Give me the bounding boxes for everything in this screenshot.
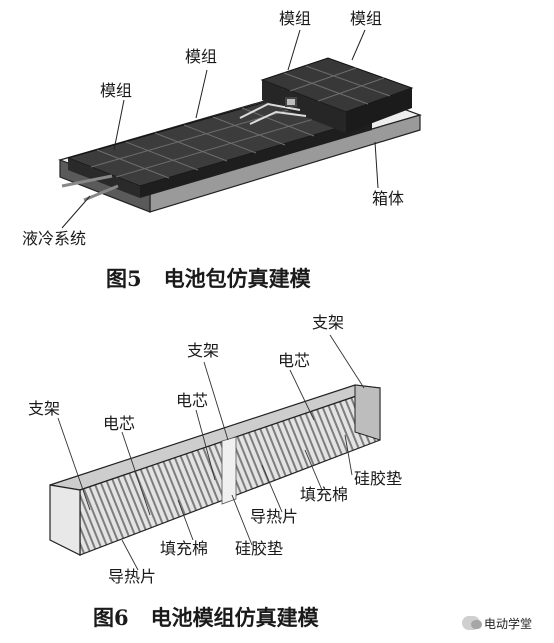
label-bracket-left: 支架 [28,399,61,418]
label-thermal-pad-mid: 导热片 [250,507,299,526]
pack-leader-lines [61,29,379,229]
battery-pack-drawing [58,29,422,229]
busbar-connectors [239,97,307,125]
label-cell-left: 电芯 [103,414,136,433]
left-bracket [49,484,81,556]
label-module-mid: 模组 [185,47,218,66]
figure6-caption: 图6 电池模组仿真建模 [93,602,319,632]
figure6-title: 电池模组仿真建模 [150,605,319,630]
figure5-caption: 图5 电池包仿真建模 [106,263,311,293]
battery-module-figure: 支架 支架 电芯 电芯 支架 电芯 硅胶垫 填充棉 导热片 硅胶垫 填充棉 导热… [0,300,554,643]
figure5-number: 图5 [106,266,142,291]
module-leader-lines [57,334,365,571]
label-module-left: 模组 [100,81,133,100]
watermark: 电动学堂 [462,612,532,634]
upper-module-stack [260,57,414,133]
label-thermal-pad-left: 导热片 [108,567,157,586]
label-filler-right: 填充棉 [300,485,349,504]
right-bracket [354,384,381,441]
battery-module-drawing [49,334,381,571]
chat-bubble-icon [462,616,482,630]
figure5-title: 电池包仿真建模 [163,266,311,291]
label-filler-left: 填充棉 [160,539,209,558]
battery-pack-figure: 模组 模组 模组 模组 箱体 液冷系统 图5 电池包仿真建模 [0,0,554,300]
label-bracket-right: 支架 [312,313,345,332]
label-silicone-left: 硅胶垫 [235,539,284,558]
figure6-number: 图6 [93,605,129,630]
label-cooling-system: 液冷系统 [22,229,87,248]
label-bracket-mid: 支架 [187,341,220,360]
label-cell-mid: 电芯 [176,391,209,410]
label-box: 箱体 [372,189,405,208]
cooling-pipes [61,174,119,202]
middle-bracket [221,436,237,505]
watermark-text: 电动学堂 [484,616,533,631]
label-cell-right: 电芯 [278,351,311,370]
label-silicone-right: 硅胶垫 [354,469,403,488]
label-module-top1: 模组 [279,9,312,28]
label-module-top2: 模组 [350,9,383,28]
